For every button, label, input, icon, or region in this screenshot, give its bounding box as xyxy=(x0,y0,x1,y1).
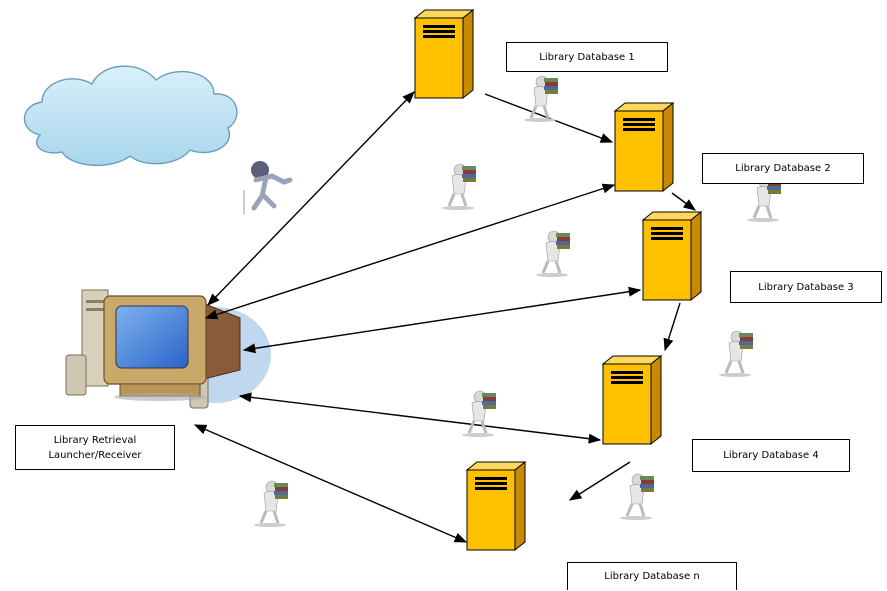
client-label: Library Retrieval Launcher/Receiver xyxy=(15,425,175,470)
server-icon xyxy=(466,461,526,551)
person-carrying-books-icon xyxy=(440,162,478,212)
db1-label: Library Database 1 xyxy=(506,42,668,72)
dbn-label: Library Database n xyxy=(567,562,737,590)
db3-label: Library Database 3 xyxy=(730,271,882,303)
server-icon xyxy=(642,211,702,301)
arrow-db1-db2 xyxy=(484,93,614,143)
arrow-client-db4 xyxy=(238,392,602,444)
server-icon xyxy=(414,9,474,99)
person-carrying-books-icon xyxy=(618,472,656,522)
server-icon xyxy=(602,355,662,445)
server-icon xyxy=(614,102,674,192)
db2-label: Library Database 2 xyxy=(702,153,864,184)
arrow-client-db3 xyxy=(242,286,642,354)
arrow-client-db1 xyxy=(207,91,415,306)
cloud-icon xyxy=(23,65,238,166)
db4-label: Library Database 4 xyxy=(692,439,850,472)
arrow-db4-dbn xyxy=(568,461,631,501)
computer-icon xyxy=(65,289,271,409)
person-carrying-books-icon xyxy=(460,389,498,439)
arrow-db2-db3 xyxy=(671,192,697,211)
person-carrying-books-icon xyxy=(534,229,572,279)
person-carrying-books-icon xyxy=(717,329,755,379)
arrow-client-dbn xyxy=(193,424,468,543)
person-carrying-books-icon xyxy=(252,479,290,529)
arrow-db3-db4 xyxy=(663,302,681,352)
person-walking-icon xyxy=(243,161,293,214)
